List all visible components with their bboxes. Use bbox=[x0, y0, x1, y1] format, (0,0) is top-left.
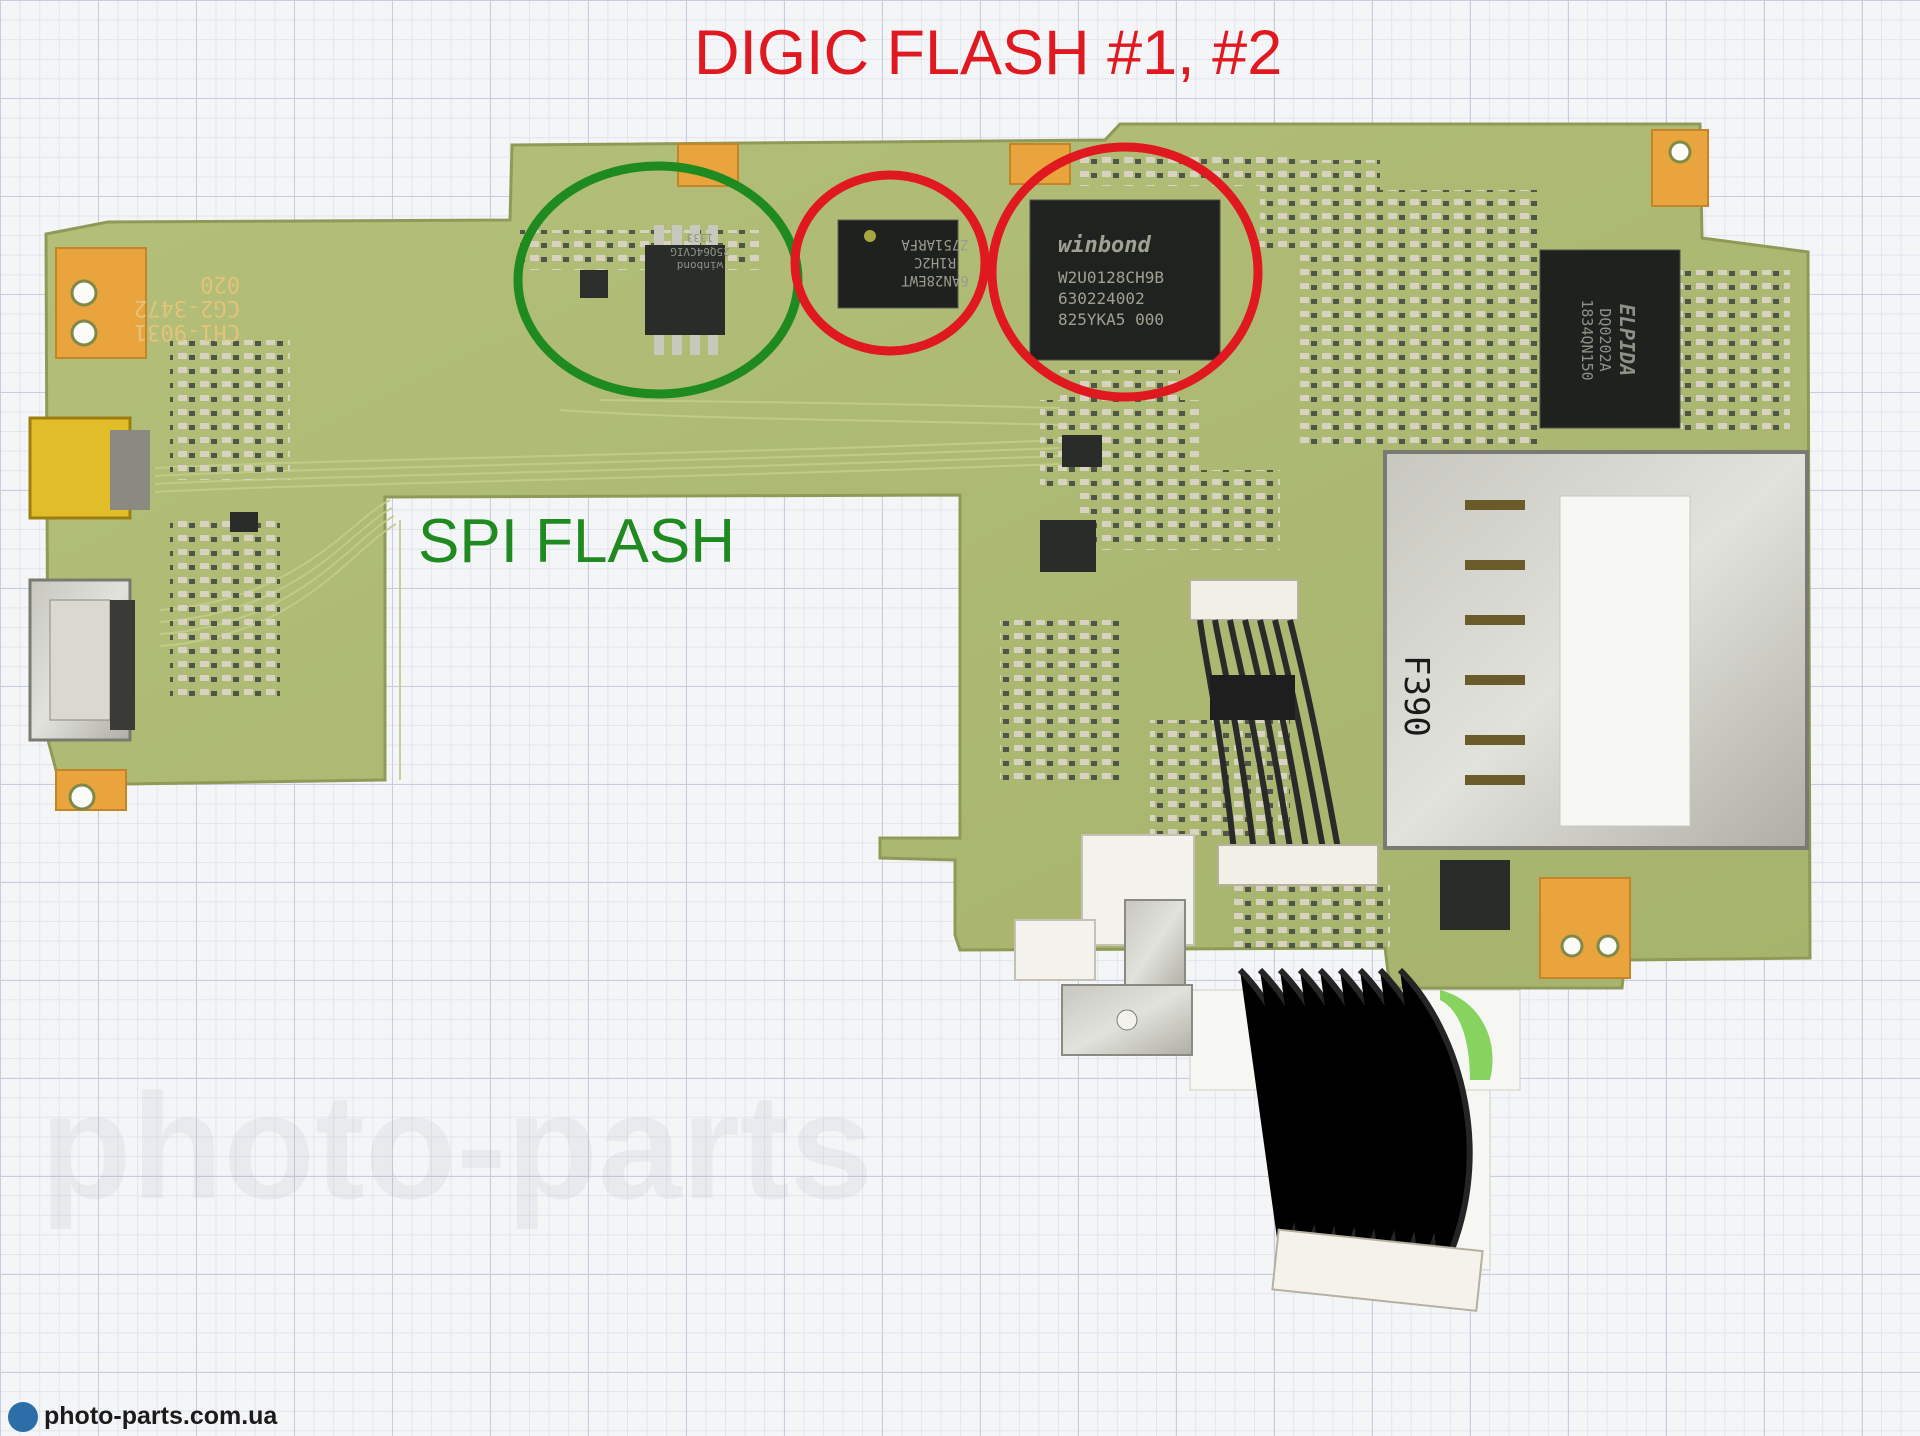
part-number-line-2: CG2-3472 bbox=[134, 295, 240, 320]
elpida-chip: ELPIDA DQ0202A 1834QN150 bbox=[1539, 249, 1681, 429]
digic-flash-1-line-2: R1H2C bbox=[914, 254, 956, 270]
digic-flash-2-line-3: 825YKA5 000 bbox=[1058, 310, 1164, 329]
digic-flash-2-line-1: W2U0128CH9B bbox=[1058, 268, 1164, 287]
sd-card-slot: F390 bbox=[1383, 450, 1809, 850]
digic-flash-chip-1: Z751ARFA R1H2C 6AN28EWT bbox=[837, 219, 969, 309]
digic-flash-2-brand: winbond bbox=[1058, 233, 1151, 258]
site-watermark: photo-parts.com.ua bbox=[8, 1402, 278, 1433]
elpida-line-1: DQ0202A bbox=[1596, 308, 1614, 371]
board-part-number: CH1-9031 CG2-3472 020 bbox=[134, 271, 240, 344]
digic-flash-2-highlight-circle bbox=[987, 142, 1263, 402]
digic-flash-2-line-2: 630224002 bbox=[1058, 289, 1145, 308]
mounting-holes bbox=[68, 140, 1692, 958]
flex-connector-lower bbox=[1189, 844, 1521, 1312]
digic-flash-1-highlight-circle bbox=[790, 170, 990, 356]
watermark-text: photo-parts.com.ua bbox=[44, 1402, 278, 1430]
background-watermark: photo-parts bbox=[40, 1062, 874, 1230]
elpida-line-2: 1834QN150 bbox=[1578, 299, 1596, 380]
hdmi-connector bbox=[28, 578, 135, 742]
spi-chip-line-2: 25Q64CVIG bbox=[670, 245, 730, 258]
digic-flash-1-line-3: 6AN28EWT bbox=[901, 272, 969, 288]
flex-connector-upper bbox=[1189, 579, 1343, 861]
small-ics bbox=[230, 435, 1510, 930]
part-number-line-1: CH1-9031 bbox=[134, 319, 240, 344]
digic-flash-chip-2: winbond W2U0128CH9B 630224002 825YKA5 00… bbox=[1029, 199, 1221, 406]
spi-flash-chip: winbond 25Q64CVIG 1333 bbox=[580, 225, 730, 355]
digic-flash-1-line-1: Z751ARFA bbox=[901, 236, 969, 252]
spi-flash-annotation: SPI FLASH bbox=[418, 507, 735, 576]
metal-bracket bbox=[1014, 834, 1195, 1056]
photo-parts-logo-icon bbox=[8, 1402, 38, 1433]
elpida-brand: ELPIDA bbox=[1615, 304, 1639, 376]
usb-connector bbox=[28, 416, 150, 520]
digic-flash-annotation: DIGIC FLASH #1, #2 bbox=[694, 18, 1283, 88]
smd-components bbox=[170, 150, 1790, 950]
spi-chip-line-1: winbond bbox=[677, 259, 723, 272]
spi-chip-line-3: 1333 bbox=[687, 231, 714, 244]
part-number-line-3: 020 bbox=[200, 271, 240, 296]
card-slot-label: F390 bbox=[1396, 655, 1436, 737]
